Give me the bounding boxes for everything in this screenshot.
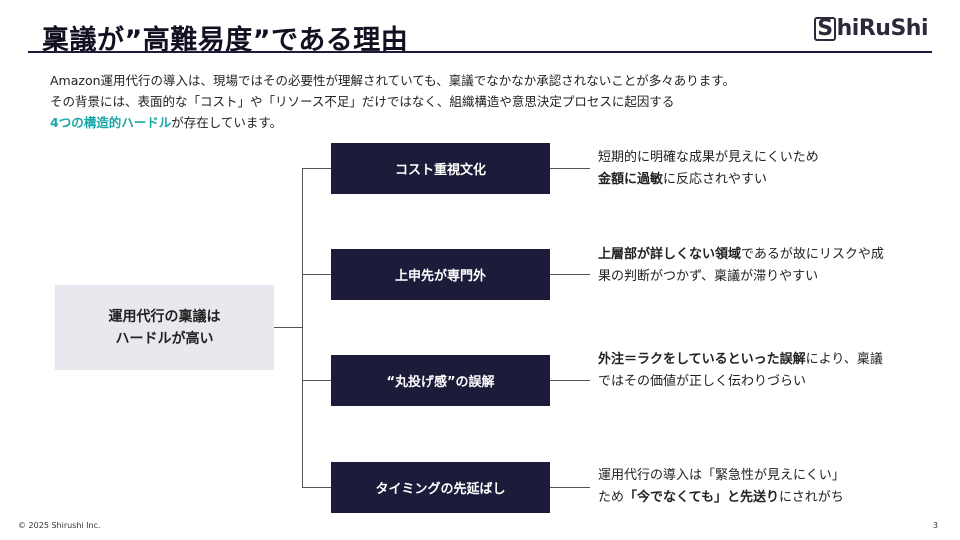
hurdle-desc-4-bold: 「今でなくても」と先送り xyxy=(624,490,779,505)
intro-line-1: Amazon運用代行の導入は、現場ではその必要性が理解されていても、稟議でなかな… xyxy=(50,73,736,88)
logo-mark: S xyxy=(814,17,836,41)
hurdle-desc-2-rest: であるが故にリスクや成果の判断がつかず、稟議が滞りやすい xyxy=(598,247,884,284)
intro-accent: 4つの構造的ハードル xyxy=(50,115,172,130)
trunk-line xyxy=(302,168,303,488)
hurdle-node-misconception: “丸投げ感”の誤解 xyxy=(331,355,550,406)
desc-connector-4 xyxy=(550,487,590,488)
branch-connector-1 xyxy=(302,168,331,169)
hurdle-desc-1-line-2: 金額に過敏に反応されやすい xyxy=(598,169,888,191)
hurdle-node-postponement: タイミングの先延ばし xyxy=(331,462,550,513)
hurdle-desc-4-rest: にされがち xyxy=(778,490,844,505)
desc-connector-2 xyxy=(550,274,590,275)
hurdle-desc-3-rest: により、稟議ではその価値が正しく伝わりづらい xyxy=(598,352,883,389)
hurdle-desc-1-bold: 金額に過敏 xyxy=(598,172,664,187)
copyright: © 2025 Shirushi Inc. xyxy=(18,521,101,530)
intro-line-3: 4つの構造的ハードルが存在しています。 xyxy=(50,112,735,133)
hurdle-desc-3: 外注＝ラクをしているといった誤解により、稟議ではその価値が正しく伝わりづらい xyxy=(598,349,888,393)
intro-line-2: その背景には、表面的な「コスト」や「リソース不足」だけではなく、組織構造や意思決… xyxy=(50,94,675,109)
hurdle-desc-2: 上層部が詳しくない領域であるが故にリスクや成果の判断がつかず、稟議が滞りやすい xyxy=(598,244,888,288)
branch-connector-2 xyxy=(302,274,331,275)
branch-connector-3 xyxy=(302,380,331,381)
root-line-1: 運用代行の稟議は xyxy=(108,308,221,325)
intro-text: Amazon運用代行の導入は、現場ではその必要性が理解されていても、稟議でなかな… xyxy=(50,70,735,133)
hurdle-desc-4-pre: ため xyxy=(598,490,625,505)
hurdle-desc-4: 運用代行の導入は「緊急性が見えにくい」 ため「今でなくても」と先送りにされがち xyxy=(598,465,888,509)
desc-connector-3 xyxy=(550,380,590,381)
intro-line-3-rest: が存在しています。 xyxy=(171,115,283,130)
hurdle-desc-4-line-2: ため「今でなくても」と先送りにされがち xyxy=(598,487,888,509)
hurdle-node-cost-culture: コスト重視文化 xyxy=(331,143,550,194)
title-divider xyxy=(28,51,932,53)
page-number: 3 xyxy=(932,521,938,530)
hurdle-desc-1-rest: に反応されやすい xyxy=(663,172,768,187)
hurdle-desc-2-bold: 上層部が詳しくない領域 xyxy=(598,247,742,262)
root-node: 運用代行の稟議は ハードルが高い xyxy=(55,285,274,370)
desc-connector-1 xyxy=(550,168,590,169)
branch-connector-4 xyxy=(302,487,331,488)
hurdle-desc-1: 短期的に明確な成果が見えにくいため 金額に過敏に反応されやすい xyxy=(598,147,888,191)
hurdle-desc-4-line-1: 運用代行の導入は「緊急性が見えにくい」 xyxy=(598,468,845,483)
root-line-2: ハードルが高い xyxy=(115,330,214,347)
hurdle-desc-1-line-1: 短期的に明確な成果が見えにくいため xyxy=(598,150,819,165)
page-title: 稟議が”高難易度”である理由 xyxy=(42,25,409,56)
hurdle-desc-3-bold: 外注＝ラクをしているといった誤解 xyxy=(598,352,806,367)
logo-text: hiRuShi xyxy=(836,16,929,41)
hurdle-node-non-expert: 上申先が専門外 xyxy=(331,249,550,300)
root-connector xyxy=(274,327,303,328)
